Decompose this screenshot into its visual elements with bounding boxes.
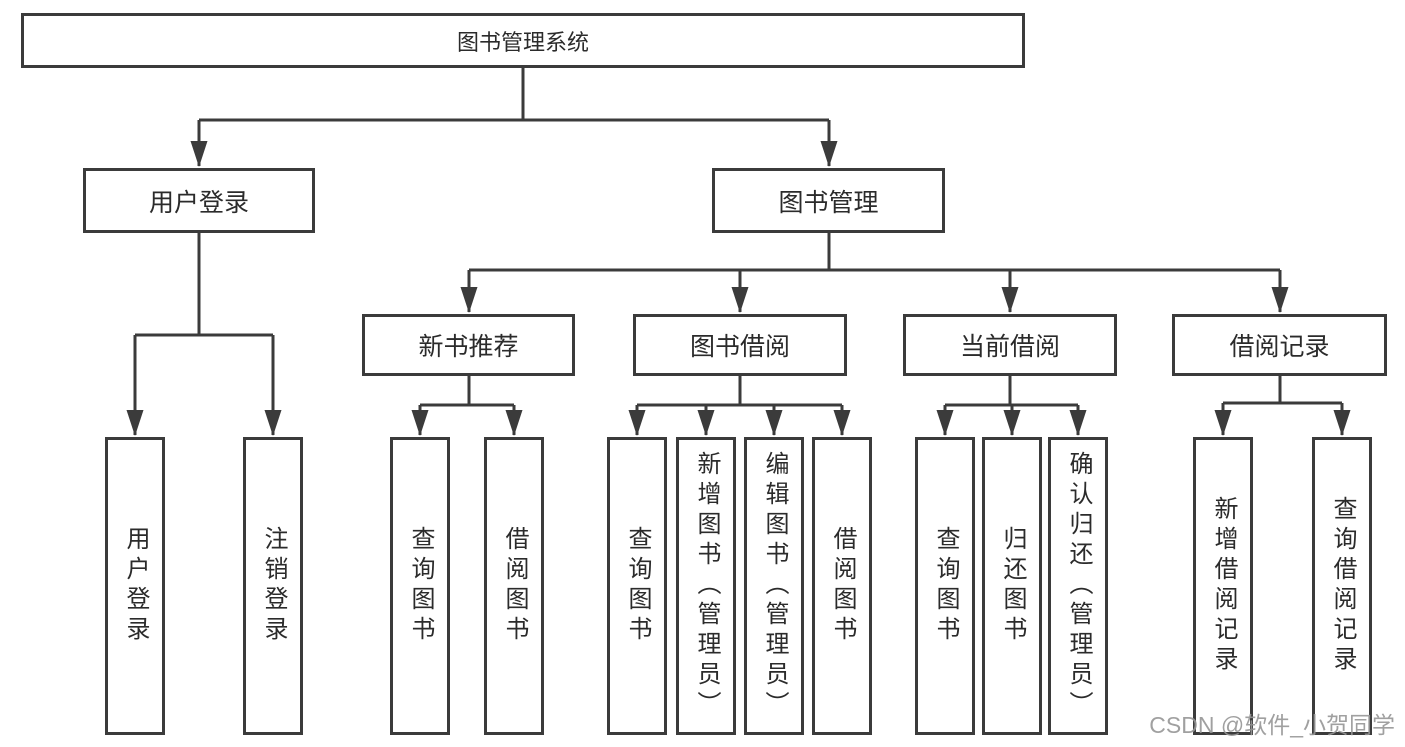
leaf-add-books-admin: 新增图书（管理员） — [676, 437, 736, 735]
leaf-confirm-return-admin-label: 确认归还（管理员） — [1065, 451, 1092, 721]
connector-root-rail — [199, 68, 829, 122]
leaf-borrow-books-recommend: 借阅图书 — [484, 437, 544, 735]
connector-book-borrowing-rail — [637, 376, 842, 407]
leaf-edit-books-admin-label: 编辑图书（管理员） — [761, 451, 788, 721]
node-root-label: 图书管理系统 — [456, 29, 589, 55]
node-borrowing-records-label: 借阅记录 — [1229, 333, 1330, 361]
node-new-book-recommend: 新书推荐 — [362, 314, 575, 376]
leaf-query-books-borrowing-label: 查询图书 — [624, 526, 651, 646]
leaf-add-borrow-record-label: 新增借阅记录 — [1210, 496, 1237, 676]
connector-current-borrowing-rail — [945, 376, 1078, 407]
node-book-borrowing-label: 图书借阅 — [689, 333, 790, 361]
leaf-return-books-label: 归还图书 — [999, 526, 1026, 646]
node-user-login: 用户登录 — [83, 168, 315, 233]
connector-new-book-rail — [420, 376, 514, 407]
leaf-query-books-current: 查询图书 — [915, 437, 975, 735]
leaf-edit-books-admin: 编辑图书（管理员） — [744, 437, 804, 735]
leaf-borrow-books-label: 借阅图书 — [829, 526, 856, 646]
leaf-query-books-current-label: 查询图书 — [932, 526, 959, 646]
leaf-query-books-recommend-label: 查询图书 — [407, 526, 434, 646]
leaf-query-books-borrowing: 查询图书 — [607, 437, 667, 735]
node-current-borrowing: 当前借阅 — [903, 314, 1117, 376]
leaf-borrow-books-recommend-label: 借阅图书 — [501, 526, 528, 646]
leaf-logout-label: 注销登录 — [260, 526, 287, 646]
leaf-user-login: 用户登录 — [105, 437, 165, 735]
connector-book-management-rail — [469, 233, 1280, 272]
node-book-management: 图书管理 — [712, 168, 945, 233]
leaf-user-login-label: 用户登录 — [122, 526, 149, 646]
node-book-borrowing: 图书借阅 — [633, 314, 847, 376]
node-new-book-recommend-label: 新书推荐 — [418, 333, 519, 361]
node-user-login-label: 用户登录 — [148, 188, 249, 217]
connector-borrowing-records-rail — [1223, 376, 1342, 405]
node-book-management-label: 图书管理 — [778, 188, 879, 217]
node-current-borrowing-label: 当前借阅 — [959, 333, 1060, 361]
leaf-query-borrow-record-label: 查询借阅记录 — [1329, 496, 1356, 676]
leaf-return-books: 归还图书 — [982, 437, 1042, 735]
leaf-query-borrow-record: 查询借阅记录 — [1312, 437, 1372, 735]
node-borrowing-records: 借阅记录 — [1172, 314, 1387, 376]
leaf-add-books-admin-label: 新增图书（管理员） — [693, 451, 720, 721]
leaf-logout: 注销登录 — [243, 437, 303, 735]
leaf-borrow-books: 借阅图书 — [812, 437, 872, 735]
leaf-confirm-return-admin: 确认归还（管理员） — [1048, 437, 1108, 735]
watermark-text: CSDN @软件_小贺同学 — [1149, 712, 1395, 738]
node-root: 图书管理系统 — [21, 13, 1025, 68]
leaf-query-books-recommend: 查询图书 — [390, 437, 450, 735]
connector-user-login-rail — [135, 233, 273, 337]
leaf-add-borrow-record: 新增借阅记录 — [1193, 437, 1253, 735]
